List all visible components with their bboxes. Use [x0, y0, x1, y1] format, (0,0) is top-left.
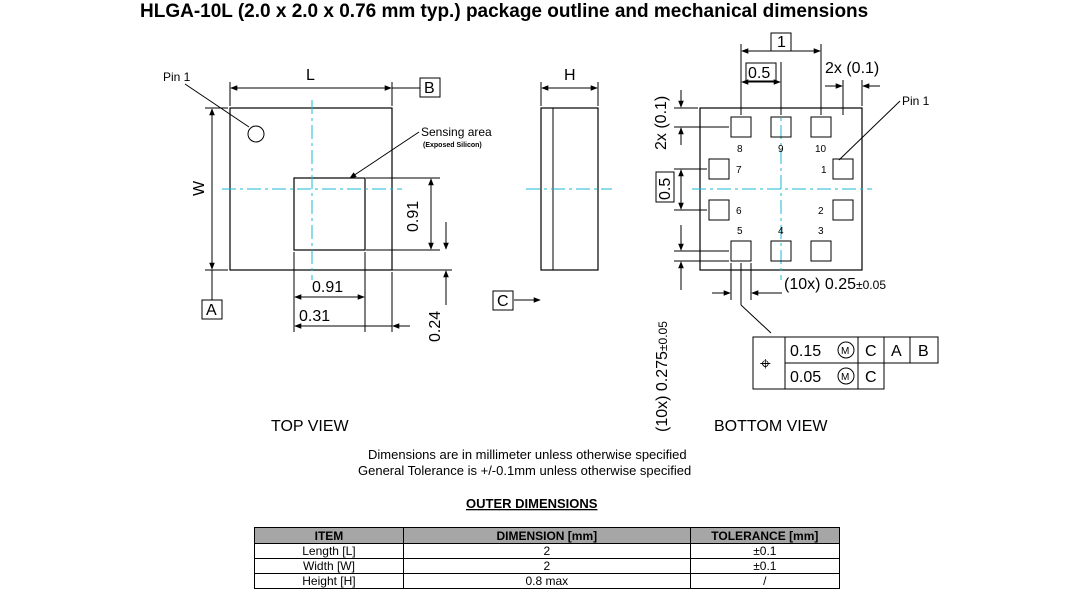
cell-tolerance: ±0.1 — [689, 558, 841, 574]
datum-A-box — [201, 299, 223, 320]
bottom-view-caption: BOTTOM VIEW — [714, 418, 828, 435]
cell-item: Height [H] — [254, 573, 404, 589]
mmc-icon-row1 — [837, 341, 855, 359]
table-header-row: ITEM DIMENSION [mm] TOLERANCE [mm] — [254, 527, 841, 544]
mmc-icon-row2 — [837, 367, 855, 385]
dim-2x01-side: 2x (0.1) — [653, 96, 670, 150]
datum-C-label: C — [497, 293, 509, 310]
sensing-area-rect — [293, 177, 366, 251]
cell-tolerance: / — [689, 573, 841, 589]
table-title: OUTER DIMENSIONS — [466, 496, 598, 511]
W-label: W — [191, 180, 208, 196]
gdt-row1-datum1: C — [865, 343, 877, 360]
gdt-row2-datum1-cell — [857, 362, 885, 390]
cell-dimension: 0.8 max — [402, 573, 691, 589]
dim-091-vertical: 0.91 — [405, 201, 422, 232]
H-label: H — [564, 67, 576, 84]
datum-A-label: A — [206, 302, 217, 319]
bottom-pin1-label: Pin 1 — [902, 94, 930, 108]
pad-number-10: 10 — [815, 144, 827, 155]
top-pin1-label: Pin 1 — [163, 70, 191, 84]
table-row: Height [H] 0.8 max / — [254, 573, 841, 589]
sensing-area-leader — [349, 131, 420, 179]
datum-B-label: B — [424, 80, 435, 97]
pad-number-2: 2 — [818, 206, 824, 217]
table-row: Width [W] 2 ±0.1 — [254, 558, 841, 574]
pad-6 — [708, 199, 730, 221]
pad-number-5: 5 — [737, 226, 743, 237]
datum-C-box — [492, 290, 514, 311]
pin1-marker — [247, 125, 265, 143]
pad-number-8: 8 — [737, 144, 743, 155]
gdt-row1-datum3-cell — [909, 336, 939, 364]
pad-5 — [730, 240, 752, 262]
pad-7 — [708, 158, 730, 180]
pad-1 — [832, 158, 854, 180]
pad-9 — [770, 116, 792, 138]
datum-B-box — [419, 77, 441, 98]
box-1 — [770, 32, 792, 52]
note-tolerance: General Tolerance is +/-0.1mm unless oth… — [358, 463, 691, 478]
pad-number-6: 6 — [736, 206, 742, 217]
pad-8 — [730, 116, 752, 138]
sensing-area-sublabel: (Exposed Silicon) — [423, 142, 482, 149]
gdt-row1-datum3: B — [918, 343, 929, 360]
pad-2 — [832, 199, 854, 221]
header-item: ITEM — [254, 527, 404, 544]
top-view: Pin 1 L B W A Sensing area (Exposed Sili… — [163, 67, 492, 435]
position-icon: ⌖ — [760, 354, 771, 375]
mmc-label-row2: M — [841, 372, 849, 383]
L-label: L — [306, 67, 315, 84]
header-dimension: DIMENSION [mm] — [402, 527, 691, 544]
drawing-title: HLGA-10L (2.0 x 2.0 x 0.76 mm typ.) pack… — [140, 1, 868, 22]
pad-number-3: 3 — [818, 226, 824, 237]
box-1-label: 1 — [777, 34, 786, 51]
bottom-view: 1 2 3 4 5 6 7 8 9 10 1 0.5 2x (0.1) Pin … — [653, 32, 939, 435]
top-pin1-leader — [184, 83, 250, 128]
dim-05-top-box — [745, 62, 777, 82]
pad-length: (10x) 0.275±0.05 — [654, 321, 671, 432]
table-row: Length [L] 2 ±0.1 — [254, 543, 841, 559]
dim-024: 0.24 — [427, 311, 444, 342]
pad-number-9: 9 — [778, 144, 784, 155]
cell-tolerance: ±0.1 — [689, 543, 841, 559]
pad-4 — [770, 240, 792, 262]
pad-number-1: 1 — [821, 165, 827, 176]
side-view: H C — [492, 67, 612, 311]
header-tolerance: TOLERANCE [mm] — [689, 527, 841, 544]
pad-10 — [810, 116, 832, 138]
gdt-row1-tolerance: 0.15 — [790, 343, 821, 360]
mmc-label-row1: M — [841, 346, 849, 357]
outer-dimensions-table: ITEM DIMENSION [mm] TOLERANCE [mm] Lengt… — [254, 527, 841, 589]
cell-dimension: 2 — [402, 543, 691, 559]
gdt-row1-datum2: A — [891, 343, 902, 360]
gdt-leader-b — [740, 304, 772, 334]
dim-05-side: 0.5 — [657, 178, 674, 200]
dim-05-side-box — [655, 171, 675, 203]
pad-3 — [810, 240, 832, 262]
dim-091-horizontal: 0.91 — [312, 279, 343, 296]
sensing-area-label: Sensing area — [421, 125, 492, 139]
cell-dimension: 2 — [402, 558, 691, 574]
pad-number-4: 4 — [778, 226, 784, 237]
gdt-row2-datum1: C — [865, 369, 877, 386]
pad-width: (10x) 0.25±0.05 — [784, 276, 886, 293]
top-view-caption: TOP VIEW — [271, 418, 350, 435]
gdt-row2-tolerance: 0.05 — [790, 369, 821, 386]
bottom-pin1-leader — [838, 100, 901, 161]
dim-2x01-top: 2x (0.1) — [825, 60, 879, 77]
cell-item: Length [L] — [254, 543, 404, 559]
note-units: Dimensions are in millimeter unless othe… — [368, 447, 687, 462]
dim-031: 0.31 — [299, 308, 330, 325]
dim-05-top: 0.5 — [748, 65, 770, 82]
pad-number-7: 7 — [736, 165, 742, 176]
cell-item: Width [W] — [254, 558, 404, 574]
